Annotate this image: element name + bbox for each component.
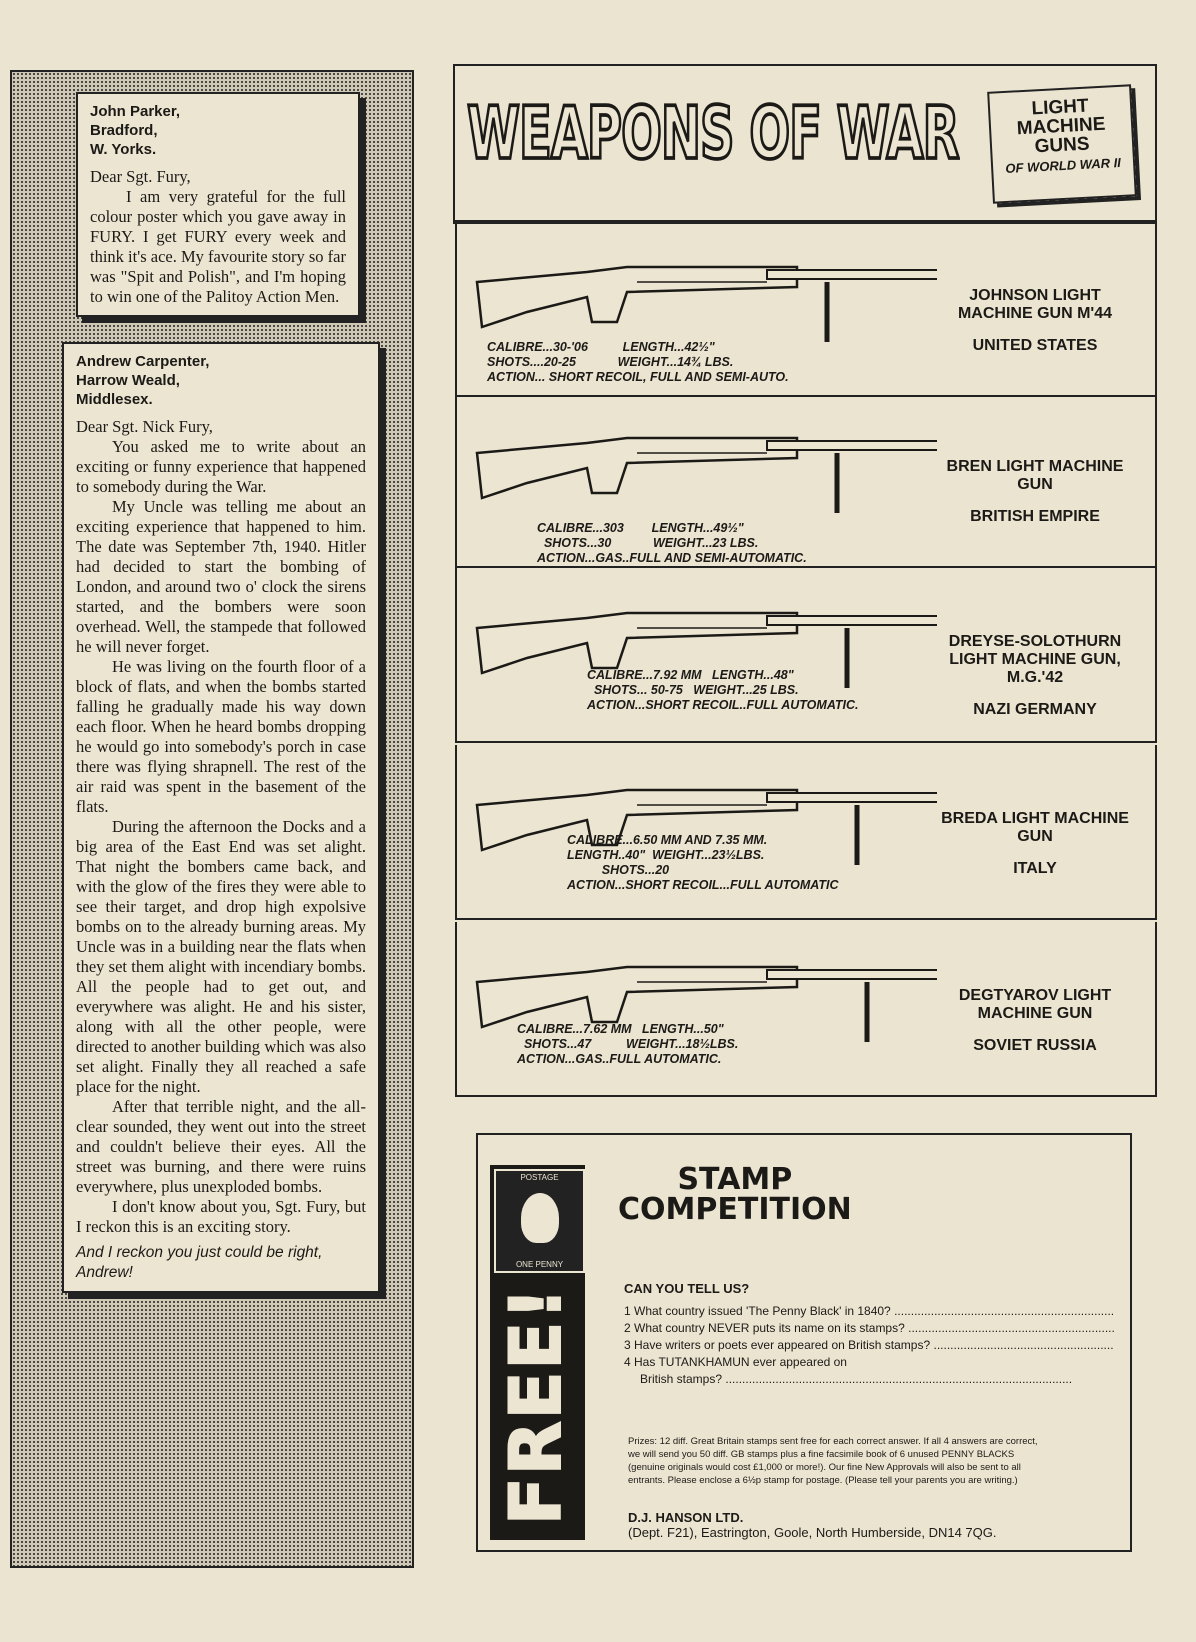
question-item: 1 What country issued 'The Penny Black' … [624,1303,1114,1320]
letters-column: John Parker, Bradford, W. Yorks. Dear Sg… [10,70,414,1568]
penny-black-stamp-image: POSTAGE ONE PENNY [494,1169,585,1273]
company-name: D.J. HANSON LTD. [628,1510,744,1525]
letter-paragraph: During the afternoon the Docks and a big… [76,817,366,1096]
salutation: Dear Sgt. Nick Fury, [76,417,213,436]
question-item: 3 Have writers or poets ever appeared on… [624,1337,1114,1354]
company-address: (Dept. F21), Eastrington, Goole, North H… [628,1525,997,1540]
prizes-text: Prizes: 12 diff. Great Britain stamps se… [628,1436,1038,1486]
letter-paragraph: I am very grateful for the full colour p… [90,187,346,306]
weapon-label: BREN LIGHT MACHINE GUN BRITISH EMPIRE [935,458,1135,526]
letter-paragraph: You asked me to write about an exciting … [76,437,366,496]
stamp-label: ONE PENNY [515,1260,564,1269]
editor-reply: And I reckon you just could be right, An… [76,1244,323,1281]
letter-john-parker: John Parker, Bradford, W. Yorks. Dear Sg… [76,92,360,317]
weapon-specs: CALIBRE...30-'06 LENGTH...42½" SHOTS....… [487,340,789,384]
letter-paragraph: My Uncle was telling me about an excitin… [76,497,366,656]
stamp-label: POSTAGE [520,1173,559,1182]
machine-gun-illustration [475,611,937,688]
weapon-panel: CALIBRE...7.92 MM LENGTH...48" SHOTS... … [455,568,1157,743]
company-info: D.J. HANSON LTD. (Dept. F21), Eastringto… [628,1510,997,1540]
address-line: Bradford, [90,122,158,139]
weapon-panel: CALIBRE...6.50 MM AND 7.35 MM. LENGTH..4… [455,745,1157,920]
address-line: Middlesex. [76,391,153,408]
weapon-country: UNITED STATES [972,337,1098,354]
machine-gun-illustration [475,965,937,1042]
machine-gun-illustration [475,436,937,513]
weapon-specs: CALIBRE...303 LENGTH...49½" SHOTS...30 W… [537,521,807,565]
question-item: 2 What country NEVER puts its name on it… [624,1320,1114,1337]
letter-paragraph: After that terrible night, and the all-c… [76,1097,366,1196]
address-line: John Parker, [90,103,181,120]
title-line: STAMP [677,1162,793,1197]
question-heading: CAN YOU TELL US? [624,1281,750,1296]
weapon-panel: CALIBRE...7.62 MM LENGTH...50" SHOTS...4… [455,922,1157,1097]
weapon-country: NAZI GERMANY [973,701,1097,718]
weapon-name: DEGTYAROV LIGHT MACHINE GUN [958,987,1112,1022]
weapon-specs: CALIBRE...7.92 MM LENGTH...48" SHOTS... … [587,668,859,712]
weapon-label: BREDA LIGHT MACHINE GUN ITALY [935,810,1135,878]
address-line: Harrow Weald, [76,372,180,389]
weapon-panel: CALIBRE...30-'06 LENGTH...42½" SHOTS....… [455,220,1157,397]
free-banner: POSTAGE ONE PENNY FREE! [490,1165,585,1540]
feature-subtitle: LIGHT MACHINE GUNS OF WORLD WAR II [987,84,1137,204]
address-line: Andrew Carpenter, [76,353,210,370]
weapon-country: SOVIET RUSSIA [973,1037,1097,1054]
feature-header: WEAPONS OF WAR LIGHT MACHINE GUNS OF WOR… [453,64,1157,224]
feature-title: WEAPONS OF WAR [466,90,961,178]
weapon-specs: CALIBRE...7.62 MM LENGTH...50" SHOTS...4… [517,1022,739,1066]
letter-paragraph: He was living on the fourth floor of a b… [76,657,366,816]
question-item: British stamps? [624,1371,1114,1388]
title-line: COMPETITION [618,1192,852,1227]
letter-andrew-carpenter: Andrew Carpenter, Harrow Weald, Middlese… [62,342,380,1293]
subtitle-line: OF WORLD WAR II [1005,154,1122,176]
question-item: 4 Has TUTANKHAMUN ever appeared on [624,1355,847,1369]
weapon-label: DEGTYAROV LIGHT MACHINE GUN SOVIET RUSSIA [935,987,1135,1055]
questions: CAN YOU TELL US? 1 What country issued '… [624,1280,1114,1388]
machine-gun-illustration [475,788,937,865]
stamp-competition-ad: POSTAGE ONE PENNY FREE! STAMP COMPETITIO… [476,1133,1132,1552]
machine-gun-illustration [475,265,937,342]
queen-portrait-icon [521,1193,559,1243]
weapon-name: JOHNSON LIGHT MACHINE GUN M'44 [957,287,1113,322]
weapon-panel: CALIBRE...303 LENGTH...49½" SHOTS...30 W… [455,393,1157,568]
letter-address: Andrew Carpenter, Harrow Weald, Middlese… [76,352,366,409]
salutation: Dear Sgt. Fury, [90,167,191,186]
weapon-label: DREYSE-SOLOTHURN LIGHT MACHINE GUN, M.G.… [935,633,1135,719]
letter-address: John Parker, Bradford, W. Yorks. [90,102,346,159]
weapon-specs: CALIBRE...6.50 MM AND 7.35 MM. LENGTH..4… [567,833,839,892]
weapon-country: ITALY [1013,860,1057,877]
weapon-country: BRITISH EMPIRE [970,508,1100,525]
competition-title: STAMP COMPETITION [618,1165,852,1225]
weapon-name: DREYSE-SOLOTHURN LIGHT MACHINE GUN, M.G.… [948,633,1122,686]
weapon-name: BREN LIGHT MACHINE GUN [946,458,1124,493]
letter-paragraph: I don't know about you, Sgt. Fury, but I… [76,1197,366,1236]
weapon-name: BREDA LIGHT MACHINE GUN [941,810,1129,845]
free-label: FREE! [494,1285,578,1526]
address-line: W. Yorks. [90,141,157,158]
